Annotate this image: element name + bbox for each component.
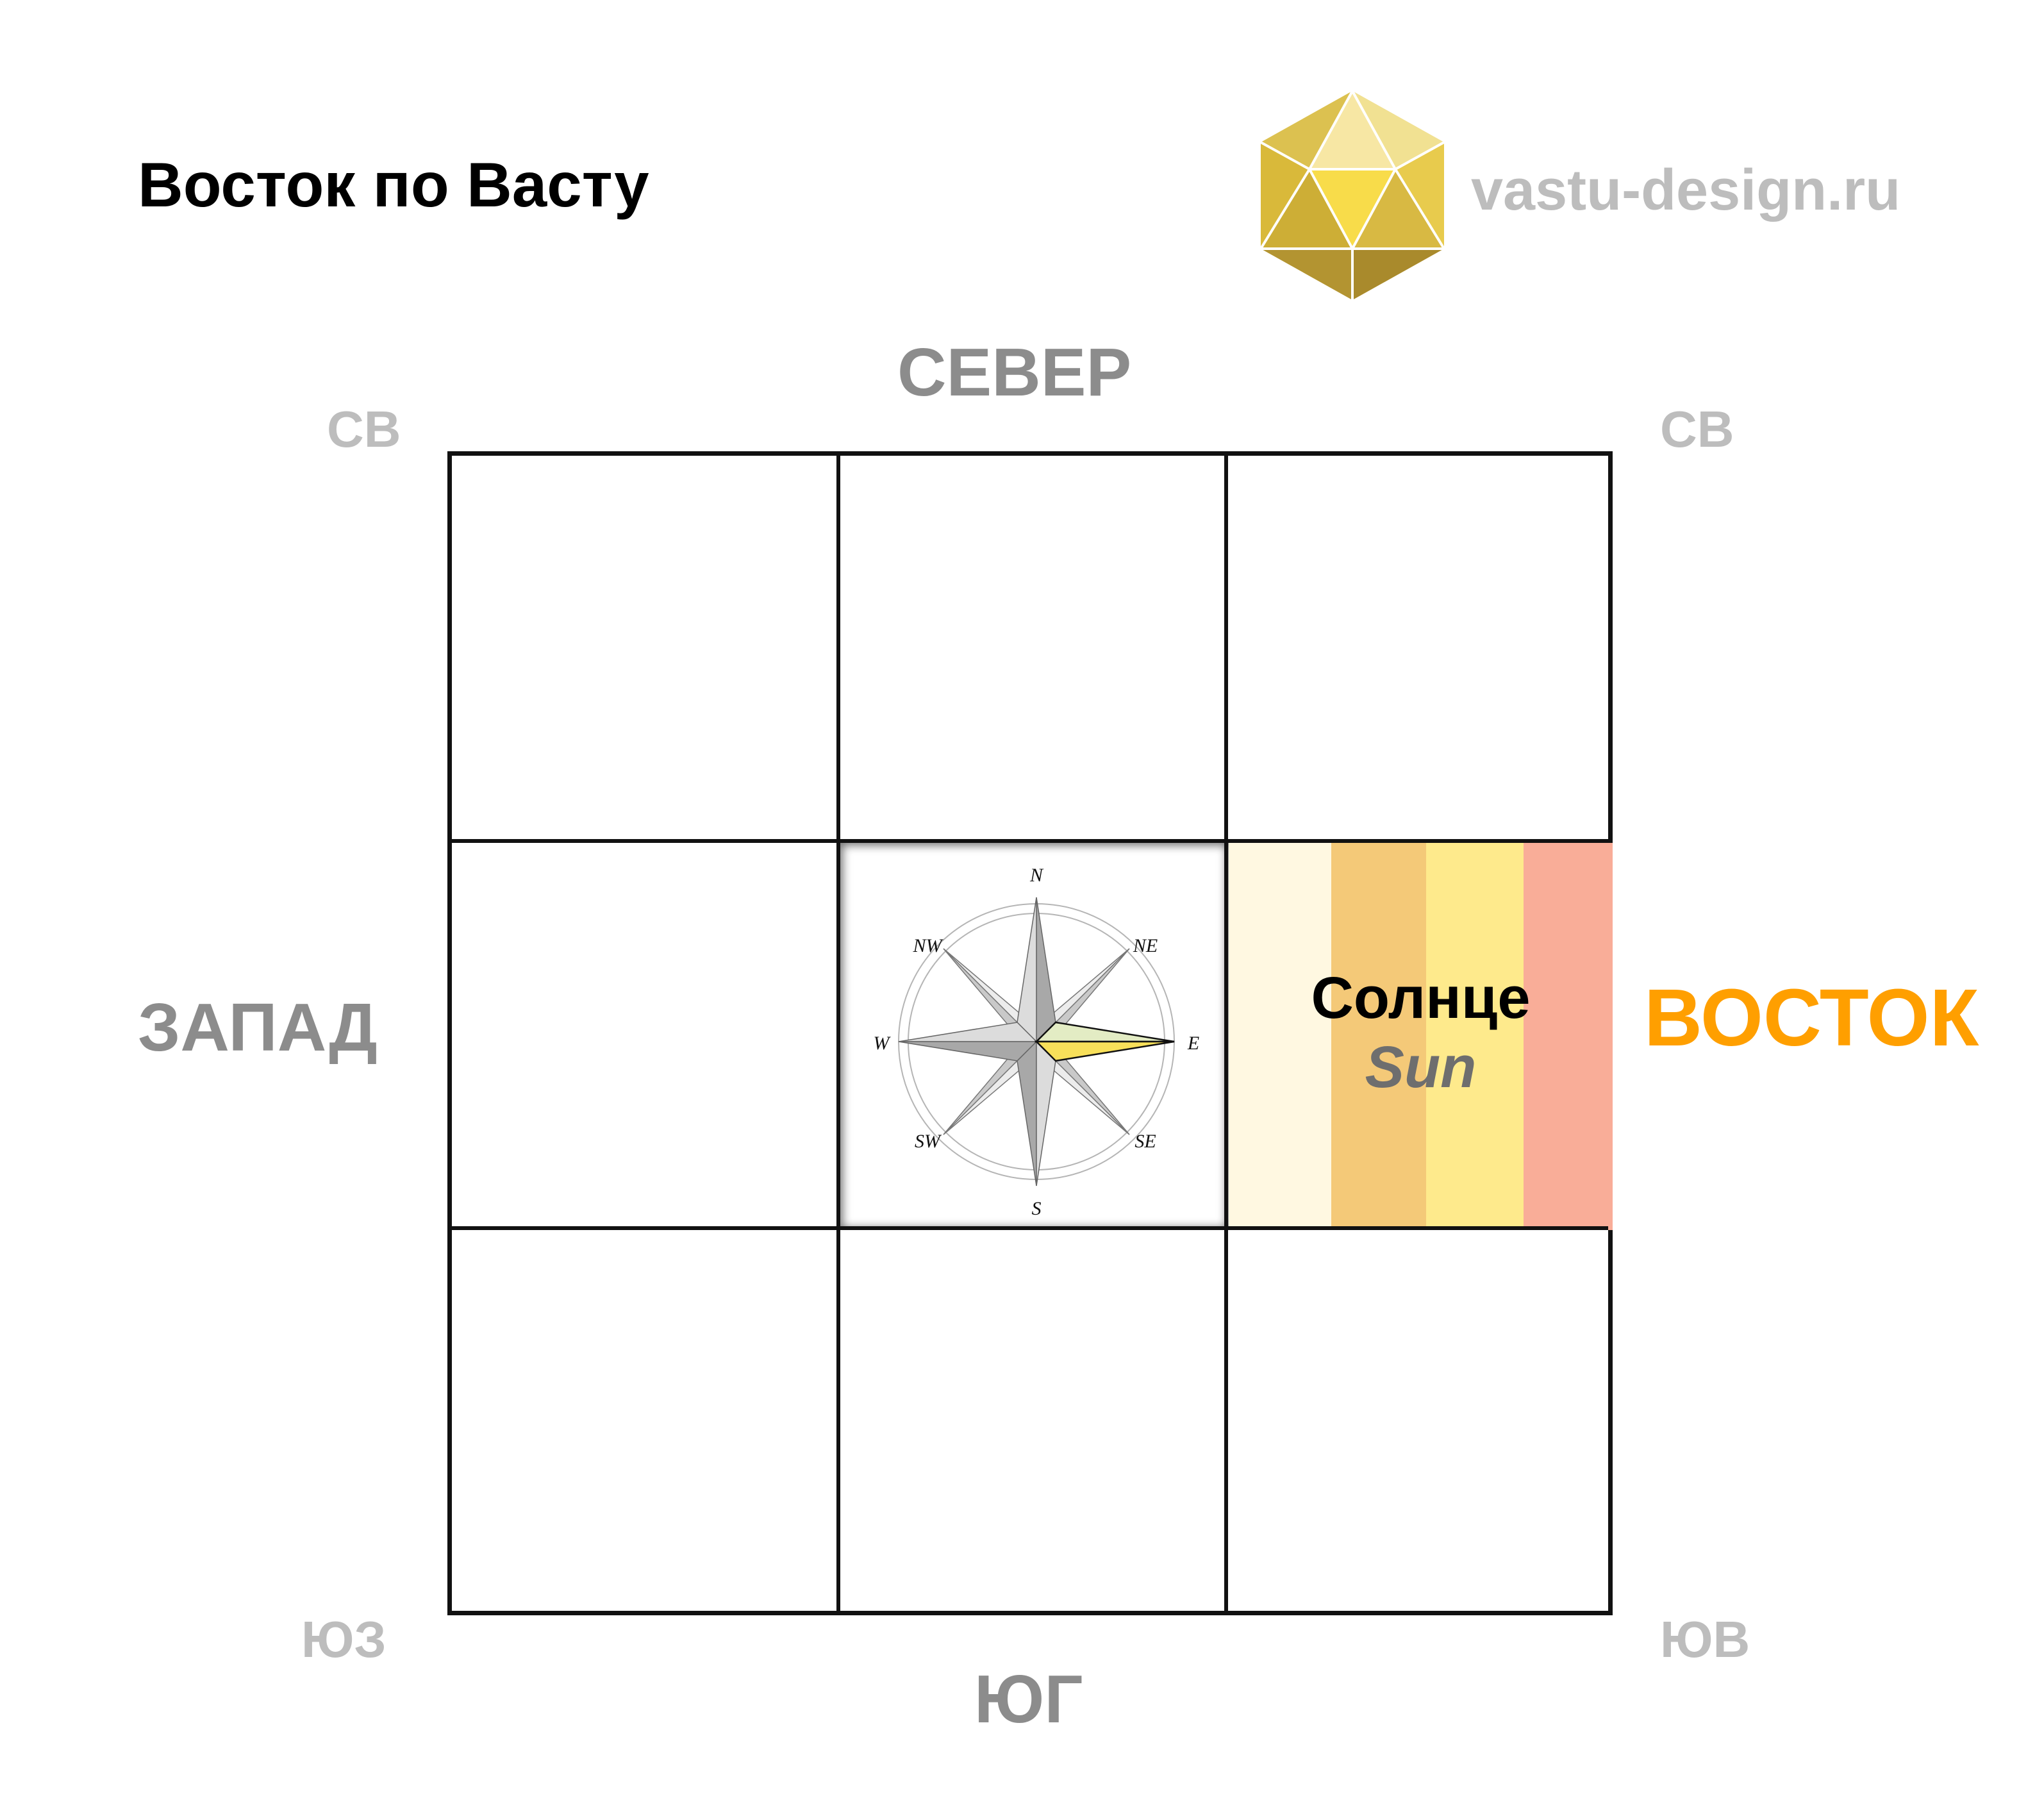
compass-label-ne: NE bbox=[1133, 935, 1158, 956]
corner-bottom-right: ЮВ bbox=[1660, 1611, 1750, 1668]
icosahedron-logo-icon bbox=[1259, 91, 1445, 300]
compass-label-nw: NW bbox=[913, 935, 944, 956]
east-stripe-4 bbox=[1524, 843, 1613, 1230]
compass-label-e: E bbox=[1187, 1033, 1199, 1054]
page-title: Восток по Васту bbox=[138, 149, 649, 220]
grid-line-vertical-2 bbox=[1224, 456, 1228, 1611]
compass-label-se: SE bbox=[1134, 1131, 1156, 1152]
corner-top-left: СВ bbox=[327, 401, 401, 458]
east-stripe-2 bbox=[1331, 843, 1426, 1230]
direction-south: ЮГ bbox=[974, 1661, 1083, 1737]
corner-bottom-left: ЮЗ bbox=[301, 1611, 386, 1668]
compass-label-w: W bbox=[874, 1033, 892, 1054]
direction-east: ВОСТОК bbox=[1644, 972, 1979, 1063]
sun-label-en: Sun bbox=[1365, 1035, 1477, 1100]
grid-line-horizontal-2 bbox=[452, 1226, 1608, 1230]
grid-line-horizontal-1 bbox=[452, 839, 1608, 843]
compass-label-n: N bbox=[1029, 865, 1044, 886]
east-stripe-1 bbox=[1229, 843, 1331, 1230]
direction-north: СЕВЕР bbox=[897, 335, 1132, 410]
compass-label-s: S bbox=[1032, 1198, 1042, 1219]
logo-text[interactable]: vastu-design.ru bbox=[1471, 158, 1901, 222]
compass-rose-icon: N NE E SE S SW W NW bbox=[874, 865, 1200, 1219]
east-stripe-3 bbox=[1426, 843, 1524, 1230]
vastu-grid: N NE E SE S SW W NW Солнце Sun bbox=[447, 451, 1613, 1615]
grid-line-vertical-1 bbox=[836, 456, 840, 1611]
sun-label-ru: Солнце bbox=[1311, 965, 1531, 1031]
direction-west: ЗАПАД bbox=[138, 990, 378, 1065]
corner-top-right: СВ bbox=[1660, 401, 1734, 458]
grid-cell-center: N NE E SE S SW W NW bbox=[840, 843, 1229, 1230]
compass-label-sw: SW bbox=[915, 1131, 942, 1152]
grid-cell-east: Солнце Sun bbox=[1229, 843, 1613, 1230]
